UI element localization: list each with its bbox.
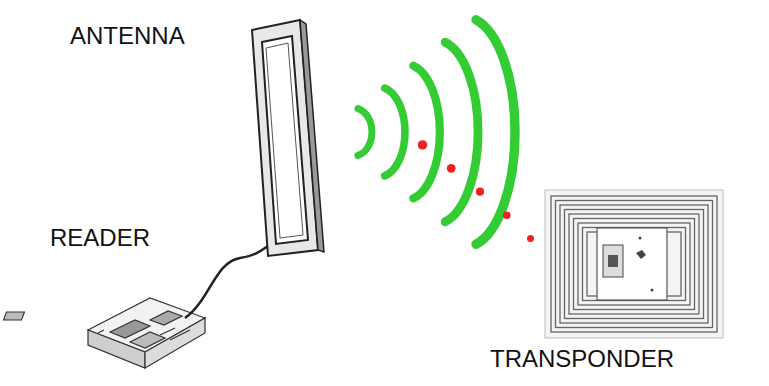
wave-arc <box>413 66 439 199</box>
antenna-label: ANTENNA <box>70 24 185 48</box>
transponder-waves <box>423 145 531 239</box>
antenna-frame <box>252 20 324 256</box>
reader-waves <box>358 20 515 244</box>
transponder-tag <box>545 190 723 338</box>
wave-arc <box>358 109 372 156</box>
reader-label: READER <box>50 226 150 250</box>
coil-winding <box>560 205 708 323</box>
coil-winding <box>565 210 704 319</box>
coil-winding <box>556 201 713 328</box>
wave-arc <box>385 88 405 176</box>
coil-winding <box>569 214 699 314</box>
coil-winding <box>583 228 686 301</box>
transponder-label: TRANSPONDER <box>490 347 674 371</box>
reader-board <box>4 298 205 368</box>
wave-arc <box>476 20 515 244</box>
coil-winding <box>574 219 695 310</box>
reader-cable <box>185 246 268 318</box>
coil-winding <box>551 196 717 332</box>
coil-winding <box>578 223 690 305</box>
wave-arc <box>445 42 478 222</box>
